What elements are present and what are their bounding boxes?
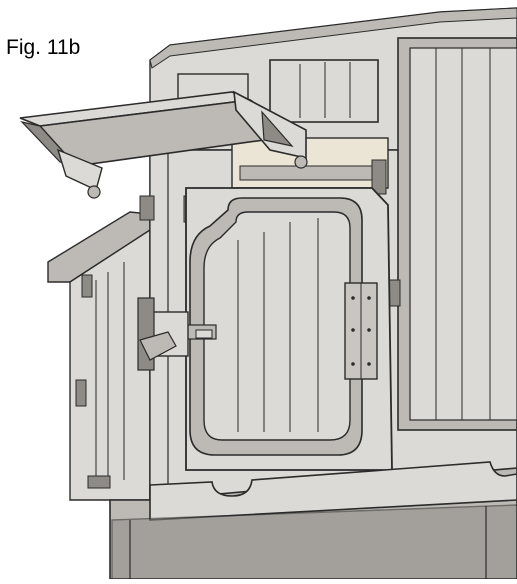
side-wall-foot (87, 475, 111, 489)
latch-keeper (195, 329, 213, 339)
hinge-screw (351, 328, 355, 332)
side-wall-bracket (81, 274, 93, 298)
upper-window-frame (269, 59, 379, 123)
canopy-pivot-right (294, 155, 308, 169)
side-wall-bracket (75, 379, 87, 407)
canopy-pivot-left (87, 185, 101, 199)
latch-mechanism (137, 297, 217, 371)
base-section (109, 461, 517, 580)
latch-handle (139, 331, 177, 361)
door (185, 187, 393, 471)
hinge-screw (351, 362, 355, 366)
canopy-bracket-right-cutout (261, 110, 294, 147)
hinge-screw (367, 328, 371, 332)
figure-label: Fig. 11b (6, 36, 81, 59)
base-rail (149, 461, 517, 521)
door-window-inner-frame (203, 211, 351, 441)
hinge-screw (367, 296, 371, 300)
hinge-screw (367, 362, 371, 366)
left-side-wall (47, 211, 151, 501)
right-wall-inner-panel (409, 47, 517, 421)
base-lower-block (111, 504, 517, 580)
canopy (19, 90, 308, 199)
right-post-clip (371, 159, 387, 195)
hinge-screw (351, 296, 355, 300)
left-post-clip (139, 195, 155, 221)
upper-wall-top-ledge (149, 7, 517, 69)
interior-opening-lip (239, 165, 381, 181)
